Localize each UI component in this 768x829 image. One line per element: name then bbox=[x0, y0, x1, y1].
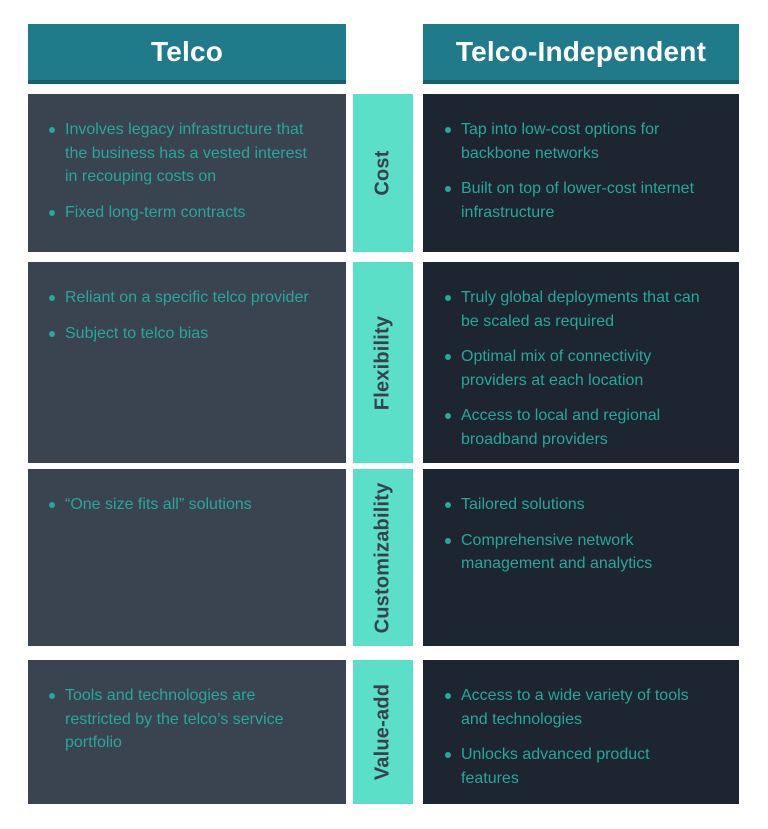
telco-column-header: Telco bbox=[28, 24, 346, 84]
bullet-item: Access to a wide variety of tools and te… bbox=[444, 684, 711, 731]
row-cost: Involves legacy infrastructure that the … bbox=[28, 94, 739, 252]
bullet-item: Involves legacy infrastructure that the … bbox=[48, 118, 316, 189]
bullet-item: Reliant on a specific telco provider bbox=[48, 286, 316, 310]
bullet-item: Optimal mix of connectivity providers at… bbox=[444, 345, 711, 392]
category-label-flexibility: Flexibility bbox=[353, 262, 413, 464]
telco-cost-list: Involves legacy infrastructure that the … bbox=[48, 118, 316, 224]
category-label-text: Customizability bbox=[371, 482, 394, 633]
category-label-cost: Cost bbox=[353, 94, 413, 252]
telco-independent-cost-cell: Tap into low-cost options for backbone n… bbox=[423, 94, 739, 252]
row-value-add: Tools and technologies are restricted by… bbox=[28, 660, 739, 804]
bullet-item: “One size fits all” solutions bbox=[48, 493, 316, 517]
telco-value-add-list: Tools and technologies are restricted by… bbox=[48, 684, 316, 755]
bullet-item: Tap into low-cost options for backbone n… bbox=[444, 118, 711, 165]
telco-independent-value-add-cell: Access to a wide variety of tools and te… bbox=[423, 660, 739, 804]
bullet-item: Tools and technologies are restricted by… bbox=[48, 684, 316, 755]
row-flexibility: Reliant on a specific telco provider Sub… bbox=[28, 262, 739, 464]
telco-flexibility-cell: Reliant on a specific telco provider Sub… bbox=[28, 262, 346, 464]
telco-independent-flexibility-cell: Truly global deployments that can be sca… bbox=[423, 262, 739, 464]
category-label-text: Value-add bbox=[371, 683, 394, 781]
category-label-value-add: Value-add bbox=[353, 660, 413, 804]
bullet-item: Unlocks advanced product features bbox=[444, 743, 711, 790]
telco-independent-cost-list: Tap into low-cost options for backbone n… bbox=[444, 118, 711, 224]
bullet-item: Built on top of lower-cost internet infr… bbox=[444, 177, 711, 224]
telco-flexibility-list: Reliant on a specific telco provider Sub… bbox=[48, 286, 316, 345]
header-row: Telco Telco-Independent bbox=[28, 24, 739, 84]
bullet-item: Truly global deployments that can be sca… bbox=[444, 286, 711, 333]
telco-independent-customizability-list: Tailored solutions Comprehensive network… bbox=[444, 493, 711, 576]
telco-independent-flexibility-list: Truly global deployments that can be sca… bbox=[444, 286, 711, 451]
telco-customizability-cell: “One size fits all” solutions bbox=[28, 469, 346, 646]
bullet-item: Subject to telco bias bbox=[48, 322, 316, 346]
category-label-text: Flexibility bbox=[371, 315, 394, 410]
bullet-item: Tailored solutions bbox=[444, 493, 711, 517]
telco-value-add-cell: Tools and technologies are restricted by… bbox=[28, 660, 346, 804]
telco-customizability-list: “One size fits all” solutions bbox=[48, 493, 316, 517]
bullet-item: Fixed long-term contracts bbox=[48, 201, 316, 225]
row-customizability: “One size fits all” solutions Customizab… bbox=[28, 469, 739, 646]
telco-independent-column-header: Telco-Independent bbox=[423, 24, 739, 84]
category-label-customizability: Customizability bbox=[353, 469, 413, 646]
telco-independent-customizability-cell: Tailored solutions Comprehensive network… bbox=[423, 469, 739, 646]
bullet-item: Access to local and regional broadband p… bbox=[444, 404, 711, 451]
bullet-item: Comprehensive network management and ana… bbox=[444, 529, 711, 576]
telco-independent-value-add-list: Access to a wide variety of tools and te… bbox=[444, 684, 711, 790]
telco-cost-cell: Involves legacy infrastructure that the … bbox=[28, 94, 346, 252]
category-label-text: Cost bbox=[371, 150, 394, 196]
